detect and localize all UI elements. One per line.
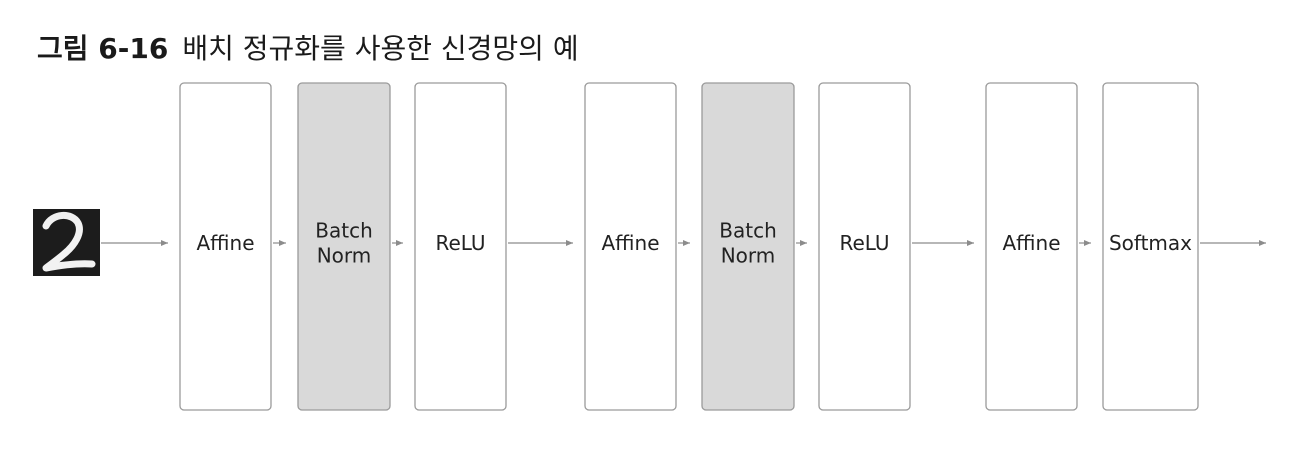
layer-1-affine: Affine — [179, 82, 272, 411]
layer-label: Softmax — [1109, 231, 1192, 255]
layer-label: Batch — [315, 219, 373, 243]
digit-two-stroke — [42, 212, 96, 272]
layer-box — [297, 82, 391, 411]
figure-label: 그림 6-16 — [37, 32, 169, 65]
layer-label: Norm — [317, 244, 372, 268]
layer-box — [179, 82, 272, 411]
layer-box — [584, 82, 677, 411]
layer-box — [818, 82, 911, 411]
layer-label: Batch — [719, 219, 777, 243]
layer-8-softmax: Softmax — [1102, 82, 1199, 411]
layer-box — [1102, 82, 1199, 411]
figure-caption: 배치 정규화를 사용한 신경망의 예 — [182, 32, 579, 65]
layer-box — [414, 82, 507, 411]
layer-box — [701, 82, 795, 411]
figure-title: 그림 6-16 배치 정규화를 사용한 신경망의 예 — [37, 24, 579, 74]
layer-4-affine: Affine — [584, 82, 677, 411]
input-digit-image — [33, 209, 100, 276]
layer-label: Norm — [721, 244, 776, 268]
layer-label: ReLU — [839, 231, 889, 255]
layer-7-affine: Affine — [985, 82, 1078, 411]
layer-label: Affine — [602, 231, 660, 255]
layer-label: Affine — [1003, 231, 1061, 255]
layer-box — [985, 82, 1078, 411]
layer-label: Affine — [197, 231, 255, 255]
layer-3-relu: ReLU — [414, 82, 507, 411]
layer-label: ReLU — [435, 231, 485, 255]
layer-6-relu: ReLU — [818, 82, 911, 411]
